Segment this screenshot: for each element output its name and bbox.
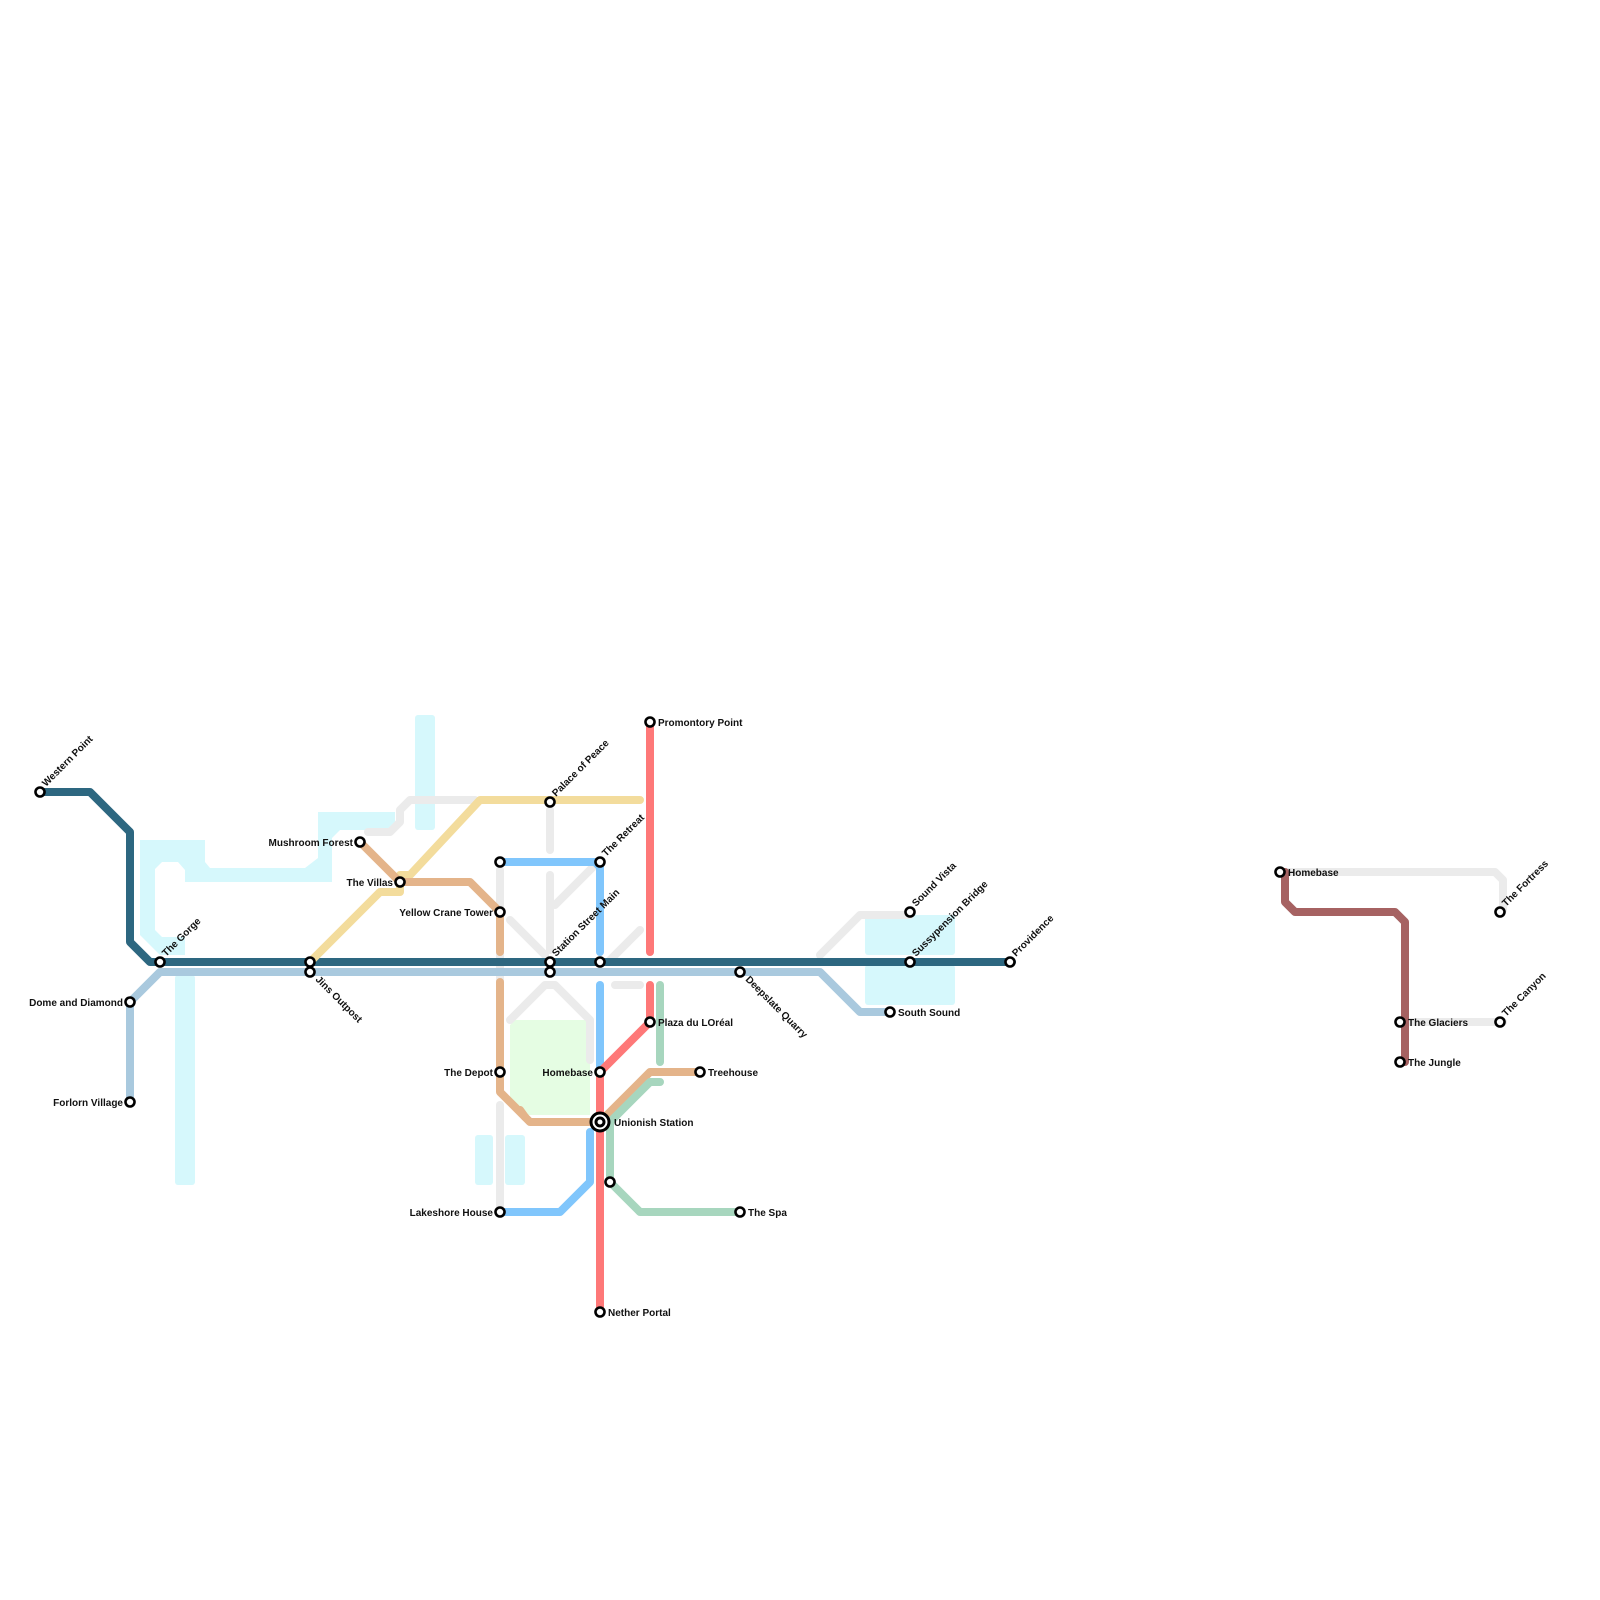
label-the-retreat: The Retreat [600, 812, 647, 859]
stations [34, 716, 1506, 1318]
water-area [865, 965, 955, 1005]
station-station-street-main-lower[interactable] [544, 966, 556, 978]
label-south-sound: South Sound [898, 1008, 960, 1019]
station-sussypension-bridge[interactable] [904, 956, 916, 968]
line-grey [506, 981, 594, 1064]
label-mushroom-forest: Mushroom Forest [269, 838, 354, 849]
label-western-point: Western Point [40, 733, 96, 789]
station-the-glaciers[interactable] [1394, 1016, 1406, 1028]
label-jins-outpost: Jins Outpost [313, 974, 364, 1025]
line-tan [496, 978, 604, 1126]
station-plaza-du-loreal[interactable] [644, 1016, 656, 1028]
water-areas [140, 715, 955, 1185]
station-lakeshore-house[interactable] [494, 1206, 506, 1218]
label-the-depot: The Depot [444, 1068, 494, 1079]
station-forlorn-village[interactable] [124, 1096, 136, 1108]
station-homebase-east[interactable] [1274, 866, 1286, 878]
label-providence: Providence [1010, 913, 1056, 959]
station-yellow-crane-tower[interactable] [494, 906, 506, 918]
station-south-sound[interactable] [884, 1006, 896, 1018]
label-nether-portal: Nether Portal [608, 1308, 671, 1319]
label-the-jungle: The Jungle [1408, 1058, 1461, 1069]
label-the-fortress: The Fortress [1500, 858, 1551, 909]
line-grey [1281, 868, 1507, 914]
label-plaza-du-loreal: Plaza du LOréal [658, 1018, 733, 1029]
station-promontory-point[interactable] [644, 716, 656, 728]
station-dome-and-diamond[interactable] [124, 996, 136, 1008]
label-the-canyon: The Canyon [1500, 971, 1548, 1019]
water-area [415, 715, 435, 815]
label-homebase-east: Homebase [1288, 868, 1339, 879]
transit-lines [36, 718, 1409, 1316]
station-jins-outpost[interactable] [304, 966, 316, 978]
line-mint [606, 1078, 744, 1216]
line-tan [356, 838, 504, 956]
station-unnamed-blue-main[interactable] [594, 956, 606, 968]
park-area [510, 1020, 590, 1115]
line-grey [364, 796, 479, 836]
station-homebase[interactable] [594, 1066, 606, 1078]
label-deepslate-quarry: Deepslate Quarry [743, 974, 810, 1041]
station-the-retreat[interactable] [594, 856, 606, 868]
station-the-depot[interactable] [494, 1066, 506, 1078]
line-tan [596, 1068, 704, 1126]
station-palace-of-peace[interactable] [544, 796, 556, 808]
label-dome-and-diamond: Dome and Diamond [29, 998, 123, 1009]
station-providence[interactable] [1004, 956, 1016, 968]
station-the-villas[interactable] [394, 876, 406, 888]
label-homebase: Homebase [542, 1068, 593, 1079]
label-the-glaciers: The Glaciers [1408, 1018, 1468, 1029]
station-deepslate-quarry[interactable] [734, 966, 746, 978]
station-the-fortress[interactable] [1494, 906, 1506, 918]
label-palace-of-peace: Palace of Peace [550, 738, 612, 800]
line-sky-blue [496, 1128, 594, 1216]
station-labels: Western Point The Gorge Dome and Diamond… [29, 718, 1551, 1319]
label-the-spa: The Spa [748, 1208, 787, 1219]
station-sound-vista[interactable] [904, 906, 916, 918]
station-unnamed-mint[interactable] [604, 1176, 616, 1188]
label-treehouse: Treehouse [708, 1068, 758, 1079]
water-area [865, 915, 955, 955]
station-jins-outpost-upper[interactable] [304, 956, 316, 968]
water-area [505, 1135, 525, 1185]
station-mushroom-forest[interactable] [354, 836, 366, 848]
label-sound-vista: Sound Vista [910, 860, 959, 909]
station-treehouse[interactable] [694, 1066, 706, 1078]
station-western-point[interactable] [34, 786, 46, 798]
line-grey [506, 916, 549, 959]
water-area [415, 805, 435, 830]
station-the-gorge[interactable] [154, 956, 166, 968]
water-area [475, 1135, 493, 1185]
station-the-jungle[interactable] [1394, 1056, 1406, 1068]
label-yellow-crane-tower: Yellow Crane Tower [399, 908, 493, 919]
line-grey [816, 911, 914, 959]
station-unnamed-blue-west[interactable] [494, 856, 506, 868]
label-promontory-point: Promontory Point [658, 718, 743, 729]
line-grey [606, 926, 644, 964]
station-the-spa[interactable] [734, 1206, 746, 1218]
line-sand [306, 796, 644, 966]
line-coral-red [596, 981, 654, 1316]
line-dark-teal [36, 788, 1016, 966]
label-lakeshore-house: Lakeshore House [410, 1208, 494, 1219]
station-station-street-main[interactable] [544, 956, 556, 968]
water-area [140, 812, 395, 955]
line-grey [551, 861, 599, 909]
line-tan [516, 1106, 529, 1121]
station-the-canyon[interactable] [1494, 1016, 1506, 1028]
line-light-steel [126, 968, 894, 1106]
station-nether-portal[interactable] [594, 1306, 606, 1318]
line-maroon [1281, 868, 1409, 1066]
station-unionish-station-inner [594, 1116, 606, 1128]
label-unionish-station: Unionish Station [614, 1118, 693, 1129]
label-the-villas: The Villas [346, 878, 393, 889]
label-forlorn-village: Forlorn Village [53, 1098, 123, 1109]
water-area [175, 975, 195, 1185]
